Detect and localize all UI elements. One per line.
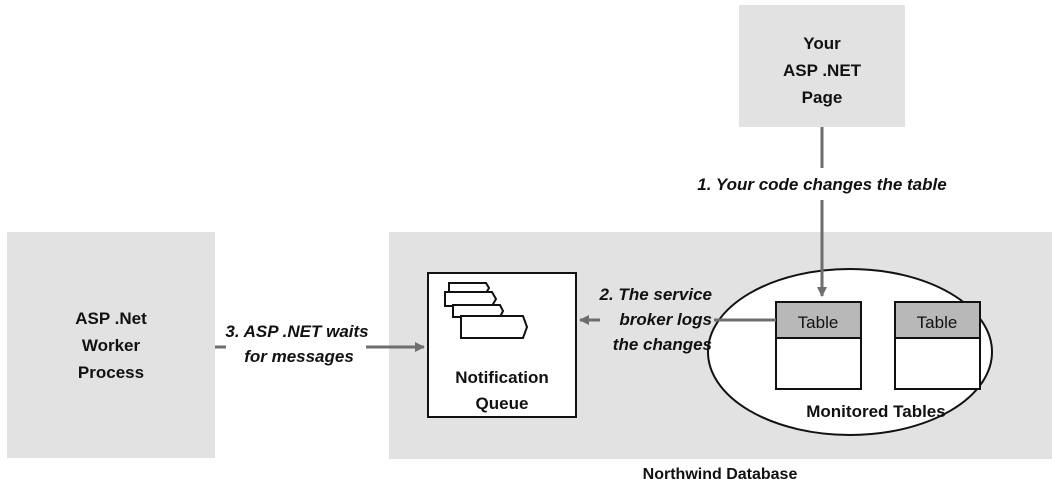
notification-queue-line-1: Notification xyxy=(455,368,549,387)
table-2-label: Table xyxy=(917,313,958,332)
your-page-line-1: Your xyxy=(803,34,841,53)
your-page-line-3: Page xyxy=(802,88,843,107)
worker-process-box: ASP .Net Worker Process xyxy=(7,232,215,458)
notification-queue-box: Notification Queue xyxy=(427,272,577,418)
table-2: Table xyxy=(894,301,981,390)
monitored-tables-group: Table Table Monitored Tables xyxy=(707,268,993,436)
notification-queue-line-2: Queue xyxy=(476,394,529,413)
northwind-database-caption: Northwind Database xyxy=(643,466,798,483)
worker-process-line-1: ASP .Net xyxy=(75,309,147,328)
your-page-line-2: ASP .NET xyxy=(783,61,862,80)
step2-line-3: the changes xyxy=(613,335,712,354)
your-aspnet-page-box: Your ASP .NET Page xyxy=(739,5,905,127)
step2-line-1: 2. The service xyxy=(599,285,712,304)
message-stack-icon xyxy=(444,282,529,339)
worker-process-line-3: Process xyxy=(78,363,144,382)
step1-label: 1. Your code changes the table xyxy=(697,175,946,194)
monitored-tables-caption: Monitored Tables xyxy=(806,402,945,421)
table-1: Table xyxy=(775,301,862,390)
step3-line-1: 3. ASP .NET waits xyxy=(225,322,368,341)
table-1-label: Table xyxy=(798,313,839,332)
step2-line-2: broker logs xyxy=(619,310,712,329)
step3-line-2: for messages xyxy=(244,347,354,366)
worker-process-line-2: Worker xyxy=(82,336,141,355)
